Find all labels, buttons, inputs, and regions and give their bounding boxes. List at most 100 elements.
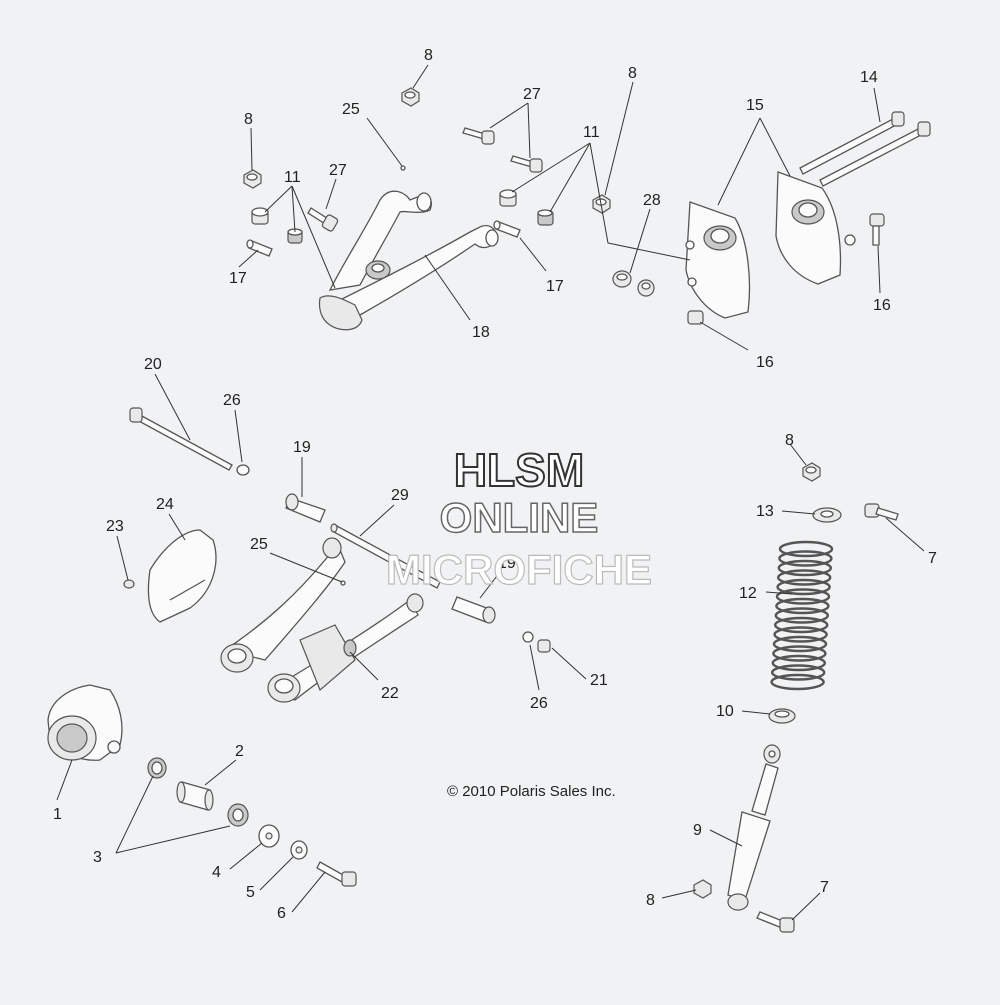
callout-25-lower: 25 (250, 536, 268, 553)
callout-29: 29 (391, 487, 409, 504)
bolt-part-16-lower (687, 310, 704, 325)
screw-part-23 (123, 579, 135, 589)
callout-4: 4 (212, 864, 221, 881)
nut-part-8-shock-bottom (693, 879, 712, 899)
callout-15: 15 (746, 97, 764, 114)
spring-coil (772, 635, 828, 653)
copyright-text: © 2010 Polaris Sales Inc. (447, 783, 616, 800)
callout-2: 2 (235, 743, 244, 760)
callout-13: 13 (756, 503, 774, 520)
spring-coil (778, 540, 834, 558)
guard-part-24 (147, 529, 217, 623)
nut-part-8-left (243, 169, 262, 189)
spring-coil (772, 645, 827, 662)
callout-1: 1 (53, 806, 62, 823)
spring-coil (777, 569, 832, 586)
leader-lines (56, 64, 925, 921)
callout-5: 5 (246, 884, 255, 901)
callout-11-left: 11 (284, 169, 301, 186)
callout-7-lower: 7 (820, 879, 829, 896)
callout-8-top: 8 (424, 47, 433, 64)
callout-8-center: 8 (628, 65, 637, 82)
callout-19-upper: 19 (293, 439, 311, 456)
pivot-tube-part-19-upper (285, 493, 326, 523)
callout-7-upper: 7 (928, 550, 937, 567)
shock-absorber-part-9 (727, 744, 781, 911)
spring-coil (777, 559, 832, 577)
callout-16-lower: 16 (756, 354, 774, 371)
callout-8-shock-top: 8 (785, 432, 794, 449)
nut-part-28 (612, 270, 655, 297)
bolt-part-27-lower (510, 155, 543, 173)
bushing-part-3-right (227, 803, 249, 827)
callout-12: 12 (739, 585, 757, 602)
callout-3: 3 (93, 849, 102, 866)
callout-19-lower: 19 (498, 555, 516, 572)
sleeve-part-17-left (246, 239, 273, 257)
spring-coil (771, 654, 826, 672)
pivot-tube-part-19-lower (451, 596, 496, 624)
washer-part-4 (258, 824, 280, 848)
bearing-carrier-part-15-left (685, 201, 751, 319)
spring-coil (770, 673, 825, 691)
bushing-part-3-left (147, 757, 167, 779)
watermark: HLSM ONLINE MICROFICHE (385, 443, 652, 594)
callout-28: 28 (643, 192, 661, 209)
bolt-part-27-upper (462, 127, 495, 145)
nut-part-8-top (401, 87, 420, 107)
sleeve-part-2 (176, 781, 214, 811)
retainer-part-13 (812, 507, 842, 523)
grease-fitting-part-25-upper (400, 165, 406, 171)
callout-9: 9 (693, 822, 702, 839)
spring-coil (775, 597, 830, 615)
spring-seat-part-10 (768, 708, 796, 724)
callout-18: 18 (472, 324, 490, 341)
bushing-part-11-right (499, 189, 554, 226)
callout-26-lower: 26 (530, 695, 548, 712)
spring-part-12 (770, 540, 834, 691)
watermark-line-2: ONLINE (440, 494, 599, 541)
bolt-part-27-left (307, 207, 339, 232)
callout-10: 10 (716, 703, 734, 720)
callout-26-upper: 26 (223, 392, 241, 409)
callout-6: 6 (277, 905, 286, 922)
spring-coil (776, 578, 831, 596)
washer-part-26-upper (236, 464, 250, 476)
callout-16-right: 16 (873, 297, 891, 314)
callout-8-left: 8 (244, 111, 253, 128)
callout-23: 23 (106, 518, 124, 535)
spring-coil (775, 588, 831, 605)
bearing-carrier-part-15-right (775, 171, 856, 285)
washer-part-5 (290, 840, 308, 860)
upper-a-arm-part-18 (318, 190, 499, 331)
bolt-part-7-upper (864, 503, 899, 521)
callout-27-left: 27 (329, 162, 347, 179)
watermark-line-1: HLSM (454, 444, 584, 496)
spring-coil (773, 626, 828, 643)
nut-part-8-center (592, 194, 611, 214)
bolt-part-16-right (869, 213, 885, 246)
trailing-arm-part-22 (220, 537, 424, 703)
callout-17-left: 17 (229, 270, 247, 287)
bolt-part-20 (129, 407, 233, 471)
callout-27-right: 27 (523, 86, 541, 103)
spring-coil (774, 607, 829, 624)
callout-21: 21 (590, 672, 608, 689)
callout-14: 14 (860, 69, 878, 86)
callout-17-right: 17 (546, 278, 564, 295)
bolt-part-6 (316, 861, 357, 887)
callout-25-upper: 25 (342, 101, 360, 118)
shaft-part-29 (330, 523, 441, 589)
callout-8-shock-bottom: 8 (646, 892, 655, 909)
bolt-part-7-lower (756, 911, 795, 933)
washer-part-26-lower (522, 631, 534, 643)
rear-hub-carrier-part-1 (47, 684, 123, 761)
spring-coil (774, 616, 829, 634)
nut-part-8-shock-top (802, 462, 821, 482)
watermark-line-3: MICROFICHE (386, 546, 652, 593)
callout-24: 24 (156, 496, 174, 513)
bolt-part-14 (799, 111, 931, 187)
callout-20: 20 (144, 356, 162, 373)
spring-coil (778, 550, 833, 567)
